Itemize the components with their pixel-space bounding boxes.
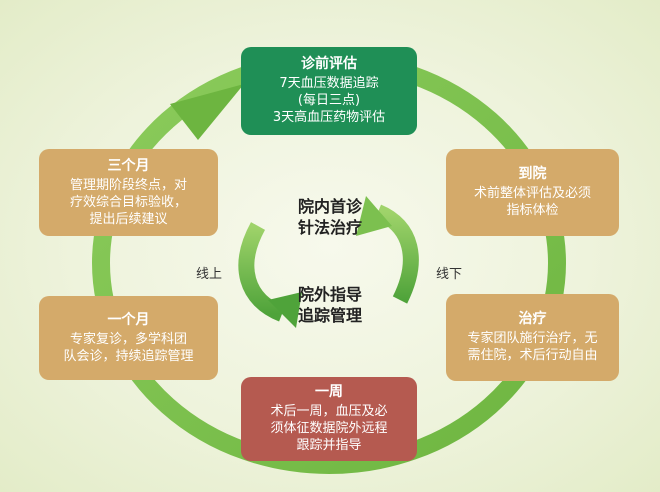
center-line: 追踪管理: [297, 306, 362, 325]
node-three-months: 三个月 管理期阶段终点，对 疗效综合目标验收， 提出后续建议: [39, 149, 218, 236]
node-line: (每日三点): [297, 93, 361, 108]
node-line: 管理期阶段终点，对: [69, 177, 187, 193]
node-title: 一个月: [107, 311, 150, 328]
node-pre-diagnosis: 诊前评估 7天血压数据追踪 (每日三点) 3天高血压药物评估: [241, 47, 417, 135]
node-line: 专家团队施行治疗，无: [467, 331, 598, 346]
node-title: 一周: [315, 384, 343, 400]
node-line: 跟踪并指导: [296, 438, 362, 453]
node-arrival: 到院 术前整体评估及必须 指标体检: [446, 149, 619, 236]
center-line: 院外指导: [297, 285, 362, 304]
node-line: 提出后续建议: [89, 211, 168, 227]
node-title: 三个月: [107, 157, 150, 174]
label-online: 线上: [196, 267, 223, 282]
node-line: 术后一周，血压及必: [270, 404, 388, 419]
node-line: 须体征数据院外远程: [270, 421, 388, 436]
node-title: 治疗: [518, 311, 547, 327]
node-line: 疗效综合目标验收，: [69, 194, 187, 210]
inner-arrow-top: [374, 204, 419, 304]
node-one-month: 一个月 专家复诊，多学科团 队会诊，持续追踪管理: [39, 296, 218, 380]
center-label-out-hospital: 院外指导 追踪管理: [278, 284, 382, 326]
node-line: 指标体检: [506, 203, 559, 218]
center-line: 院内首诊: [297, 197, 362, 216]
center-line: 针法治疗: [297, 218, 362, 237]
node-line: 术前整体评估及必须: [473, 186, 591, 201]
label-offline: 线下: [436, 267, 463, 282]
node-line: 7天血压数据追踪: [279, 76, 379, 91]
node-line: 队会诊，持续追踪管理: [63, 348, 194, 364]
node-line: 专家复诊，多学科团: [69, 331, 187, 347]
node-one-week: 一周 术后一周，血压及必 须体征数据院外远程 跟踪并指导: [241, 377, 417, 461]
node-title: 到院: [518, 166, 547, 182]
node-line: 3天高血压药物评估: [272, 110, 386, 125]
inner-arrow-bottom: [238, 222, 286, 322]
inner-arrow-top-head: [356, 196, 392, 236]
center-label-in-hospital: 院内首诊 针法治疗: [278, 196, 382, 238]
outer-ring-arrowhead: [170, 84, 244, 140]
inner-arrow-bottom-head: [268, 292, 302, 328]
node-title: 诊前评估: [301, 56, 357, 72]
node-line: 需住院，术后行动自由: [467, 348, 598, 363]
node-treatment: 治疗 专家团队施行治疗，无 需住院，术后行动自由: [446, 294, 619, 381]
